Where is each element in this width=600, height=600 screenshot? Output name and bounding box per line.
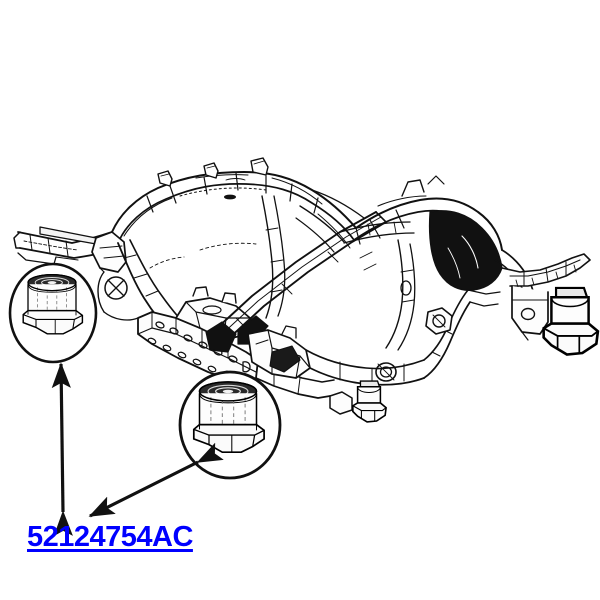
bushing-detail-right	[192, 381, 265, 454]
bushing-bottom-center	[352, 380, 387, 423]
arrow-right	[88, 442, 224, 518]
part-number-link[interactable]: 52124754AC	[27, 521, 193, 553]
callout-left	[8, 262, 98, 364]
subframe-assembly	[13, 157, 591, 415]
bushing-right-side	[542, 286, 600, 356]
bushing-detail-left	[22, 273, 84, 335]
callout-arrows	[51, 362, 224, 537]
arrow-left	[51, 362, 73, 537]
